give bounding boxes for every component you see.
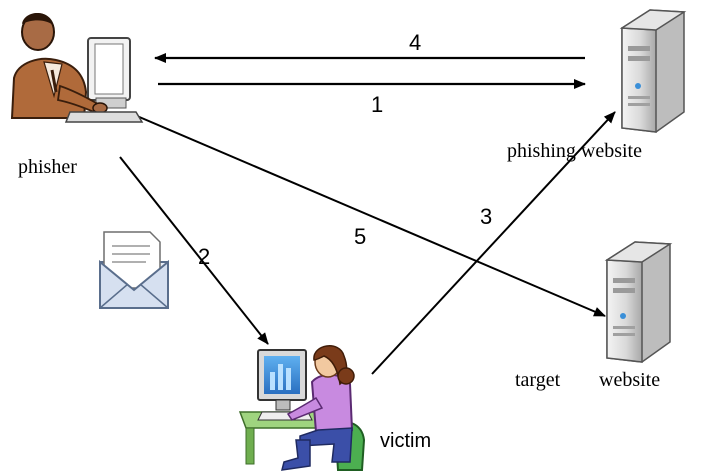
arrow-3-victim-to-phishing-site — [371, 111, 616, 375]
envelope-letter-icon — [99, 231, 169, 309]
step-4-label: 4 — [409, 30, 421, 55]
step-2-label: 2 — [198, 244, 210, 269]
website-label: website — [599, 369, 660, 391]
server-tower-icon — [604, 241, 673, 363]
arrow-5-phisher-to-target-site — [136, 115, 606, 317]
step-1-label: 1 — [371, 92, 383, 117]
target-label: target — [515, 369, 561, 391]
phishing-website-label: phishing website — [507, 140, 642, 162]
victim-label: victim — [380, 430, 431, 452]
step-5-label: 5 — [354, 224, 366, 249]
man-at-computer-icon — [10, 13, 144, 123]
server-tower-icon — [619, 9, 687, 133]
woman-at-computer-icon — [238, 345, 366, 471]
phisher-label: phisher — [18, 156, 77, 178]
step-3-label: 3 — [480, 204, 492, 229]
arrow-2-phisher-to-victim — [119, 156, 269, 345]
